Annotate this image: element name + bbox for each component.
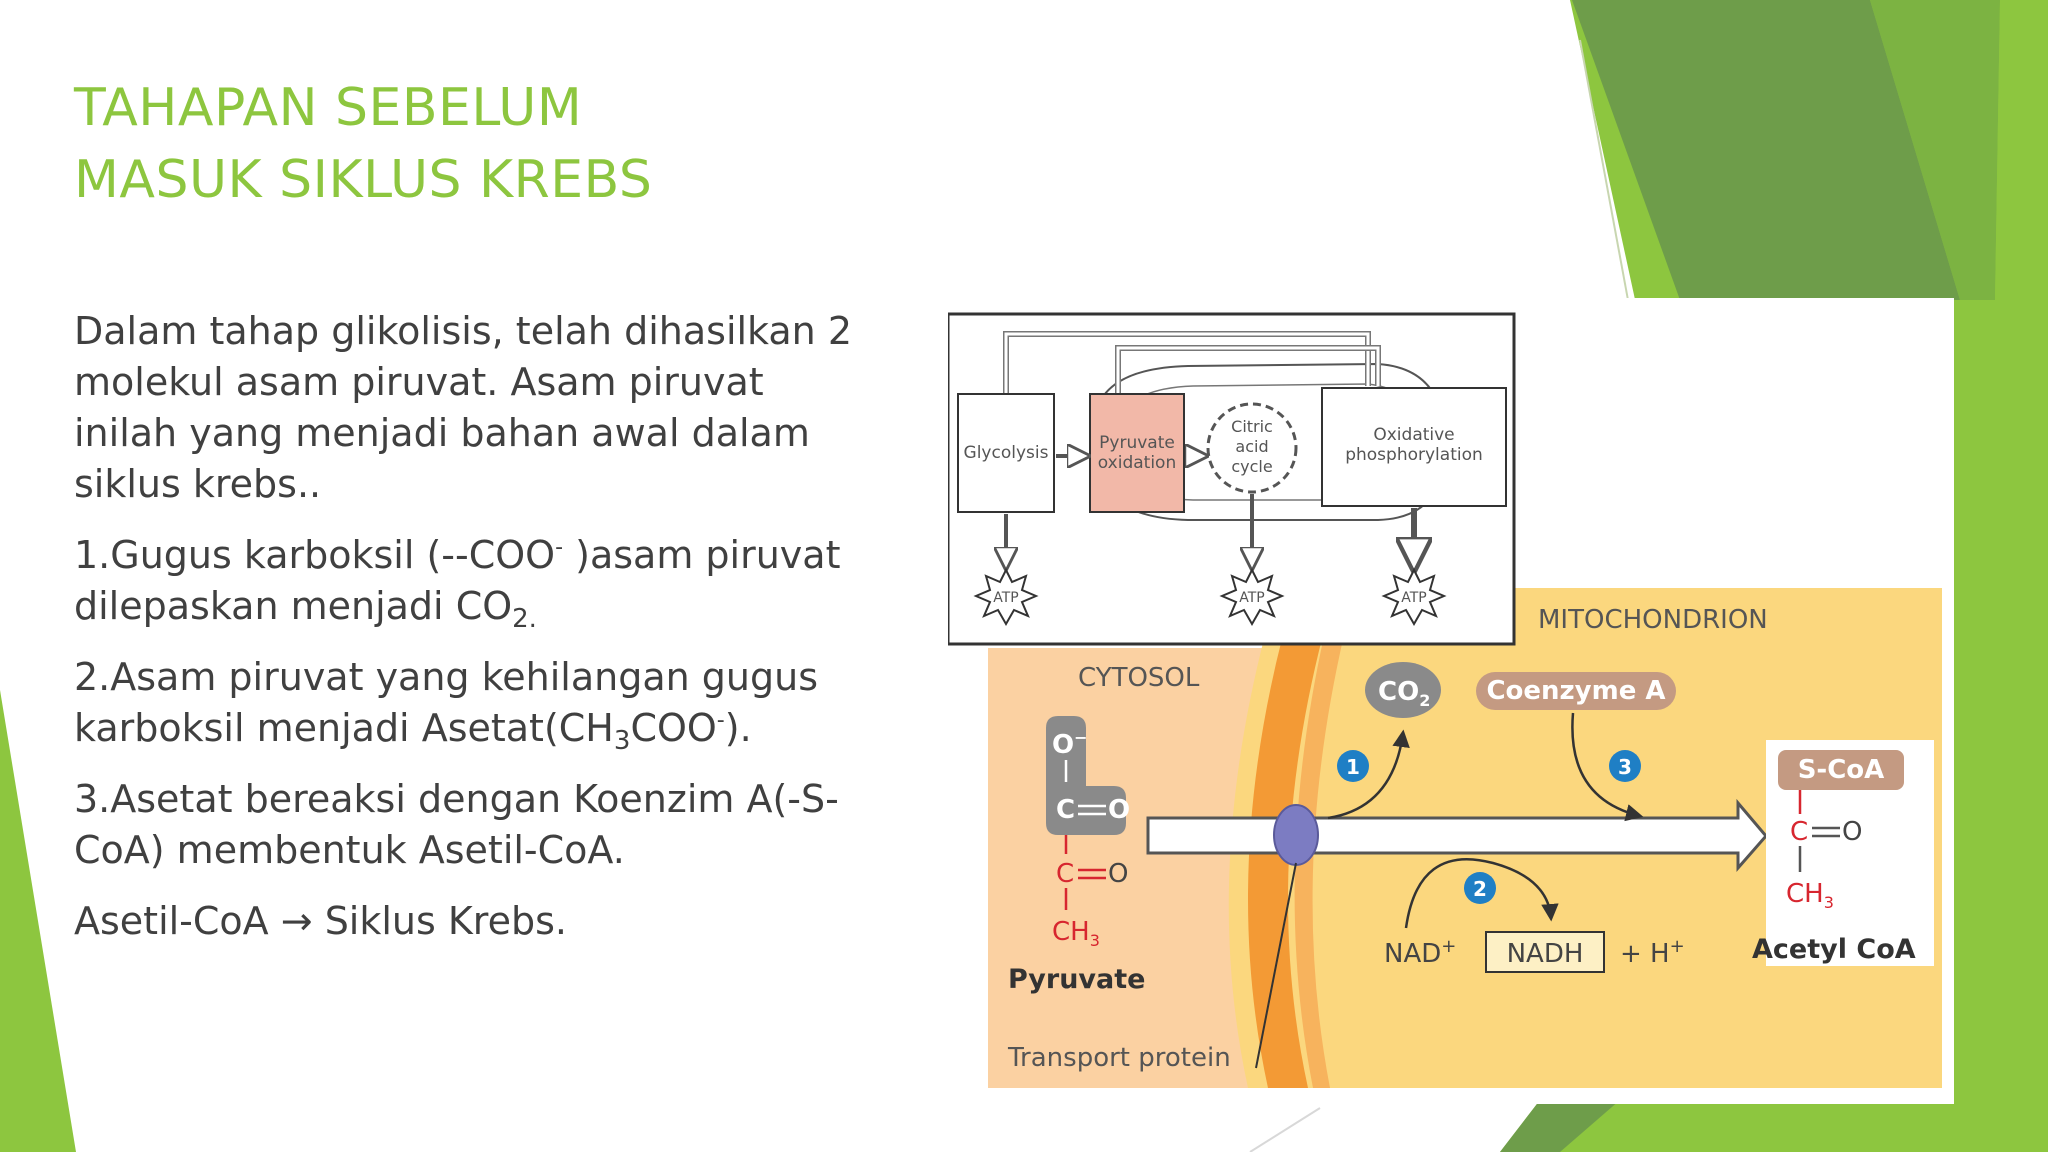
step-1-number: 1 bbox=[1346, 755, 1360, 779]
acetyl-o: O bbox=[1842, 817, 1862, 847]
acetyl-coa-label: Acetyl CoA bbox=[1752, 934, 1916, 965]
right-arrow-icon: → bbox=[280, 899, 313, 943]
transport-protein-label: Transport protein bbox=[1007, 1043, 1231, 1073]
step-1-arrow bbox=[1327, 729, 1410, 820]
atp-label-1: ATP bbox=[993, 590, 1018, 606]
h-plus-label: + H+ bbox=[1620, 936, 1685, 969]
point-2-text-b: COO bbox=[630, 706, 717, 750]
slide-title: TAHAPAN SEBELUM MASUK SIKLUS KREBS bbox=[74, 72, 652, 216]
atp-burst-icon bbox=[1381, 567, 1447, 627]
cytosol-label: CYTOSOL bbox=[1078, 663, 1200, 693]
title-line-2: MASUK SIKLUS KREBS bbox=[74, 150, 653, 210]
step-3-number: 3 bbox=[1618, 755, 1632, 779]
co2-bubble bbox=[1365, 662, 1441, 718]
oxphos-label-1: Oxidative bbox=[1373, 425, 1454, 445]
pyruvate-oxidation-box bbox=[1089, 393, 1185, 513]
point-1: 1.Gugus karboksil (--COO- )asam piruvat … bbox=[74, 530, 874, 632]
thin-diagonal-line bbox=[1579, 39, 1629, 301]
pyruvate-carboxyl-o: O bbox=[1108, 795, 1130, 825]
point-1-superscript: - bbox=[555, 535, 564, 560]
intro-paragraph: Dalam tahap glikolisis, telah dihasilkan… bbox=[74, 309, 853, 506]
summary-text-b: Siklus Krebs. bbox=[312, 899, 567, 943]
green-facet-right-dark bbox=[1572, 0, 1960, 300]
citric-label-2: acid bbox=[1235, 437, 1268, 456]
green-facet-right-edge bbox=[1995, 0, 2048, 300]
pyruvate-ch3: CH3 bbox=[1052, 917, 1100, 950]
nadh-label: NADH bbox=[1507, 939, 1584, 969]
mitochondrial-membrane-inner bbox=[1294, 598, 1353, 1088]
pyruvate-oxidation-label-1: Pyruvate bbox=[1099, 433, 1175, 453]
overview-top-connector-2-inner bbox=[1116, 346, 1380, 394]
pyruvate-oxidation-label-2: oxidation bbox=[1098, 453, 1176, 473]
citric-label-3: cycle bbox=[1231, 457, 1272, 476]
coenzyme-a-pill bbox=[1476, 672, 1676, 710]
slide-body: Dalam tahap glikolisis, telah dihasilkan… bbox=[74, 306, 874, 967]
coenzyme-a-label: Coenzyme A bbox=[1486, 676, 1665, 706]
step-3-arrow bbox=[1571, 712, 1644, 822]
atp-label-3: ATP bbox=[1401, 590, 1426, 606]
green-facet-right-mid bbox=[1870, 0, 2000, 300]
thin-bottom-line bbox=[1249, 1107, 1321, 1152]
point-2-subscript: 3 bbox=[613, 726, 631, 756]
point-2-superscript: - bbox=[716, 708, 725, 733]
pyruvate-o-minus: O− bbox=[1052, 728, 1088, 760]
step-2-arrow bbox=[1404, 858, 1559, 929]
point-2-text-c: ). bbox=[724, 706, 752, 750]
step-2-badge bbox=[1464, 872, 1496, 904]
s-coa-pill bbox=[1778, 750, 1904, 790]
atp-label-2: ATP bbox=[1239, 590, 1264, 606]
transport-protein-icon bbox=[1273, 804, 1319, 866]
atp-burst-icon bbox=[973, 567, 1039, 627]
pyruvate-carbonyl-c: C bbox=[1056, 859, 1074, 889]
title-line-1: TAHAPAN SEBELUM bbox=[74, 78, 583, 138]
transport-protein-pointer bbox=[1255, 862, 1297, 1069]
overview-top-connector-inner bbox=[1004, 332, 1370, 394]
nadh-box bbox=[1485, 931, 1605, 973]
point-1-subscript: 2. bbox=[512, 604, 537, 634]
step-3-badge bbox=[1609, 750, 1641, 782]
green-facet-bottom-right-dark bbox=[1500, 1100, 1620, 1152]
green-facet-bottom-right bbox=[1500, 1100, 1958, 1152]
atp-burst-icon bbox=[1219, 567, 1285, 627]
pyruvate-label: Pyruvate bbox=[1008, 964, 1145, 995]
summary-text-a: Asetil-CoA bbox=[74, 899, 281, 943]
point-2: 2.Asam piruvat yang kehilangan gugus kar… bbox=[74, 652, 874, 754]
acetyl-ch3: CH3 bbox=[1786, 879, 1834, 912]
glycolysis-label: Glycolysis bbox=[964, 443, 1049, 463]
pyruvate-oxidation-figure: MITOCHONDRION CYTOSOL CO2 Coenzyme A Tra… bbox=[948, 298, 1954, 1104]
co2-label: CO2 bbox=[1378, 677, 1430, 710]
nad-label: NAD+ bbox=[1384, 936, 1456, 969]
oxidative-phosphorylation-box bbox=[1321, 387, 1507, 507]
green-facet-left bbox=[0, 690, 76, 1152]
s-coa-label: S-CoA bbox=[1798, 755, 1885, 785]
point-2-text-a: 2.Asam piruvat yang kehilangan gugus kar… bbox=[74, 655, 819, 750]
mitochondrial-membrane bbox=[1248, 598, 1333, 1088]
acetyl-c: C bbox=[1790, 817, 1808, 847]
pyruvate-carboxyl-c: C bbox=[1056, 795, 1075, 825]
point-1-text-a: 1.Gugus karboksil (--COO bbox=[74, 533, 556, 577]
step-1-badge bbox=[1337, 750, 1369, 782]
pyruvate-carbonyl-o: O bbox=[1108, 859, 1128, 889]
oxphos-label-2: phosphorylation bbox=[1345, 445, 1483, 465]
point-1-text-b: )asam piruvat dilepaskan menjadi CO bbox=[74, 533, 841, 628]
citric-label-1: Citric bbox=[1231, 417, 1273, 436]
step-2-number: 2 bbox=[1473, 877, 1487, 901]
point-3: 3.Asetat bereaksi dengan Koenzim A(-S-Co… bbox=[74, 777, 839, 872]
glycolysis-box bbox=[957, 393, 1055, 513]
summary-line: Asetil-CoA → Siklus Krebs. bbox=[74, 896, 874, 947]
mitochondrion-label: MITOCHONDRION bbox=[1538, 605, 1768, 635]
citric-acid-cycle-circle bbox=[1206, 402, 1298, 494]
